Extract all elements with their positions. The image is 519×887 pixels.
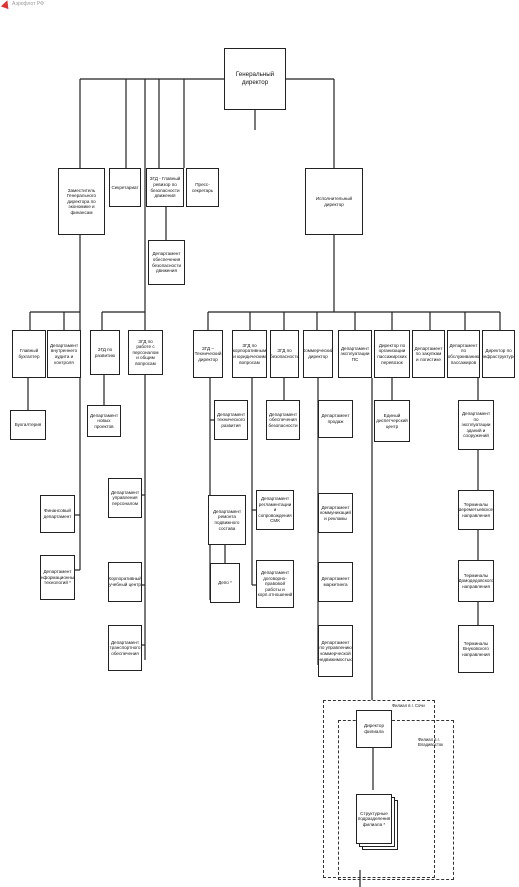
terminals-sheremetyevo-label: Терминалы Шереметьевского направления	[458, 501, 494, 518]
transport-dept-label: Департамент транспортного обеспечения	[109, 639, 141, 656]
transport-dept-box: Департамент транспортного обеспечения	[108, 625, 142, 671]
passenger-service-box: Департамент по обслуживанию пассажиров	[447, 330, 480, 378]
press-secretary-label: Пресс-секретарь	[191, 181, 214, 193]
passenger-director-box: Директор по организации пассажирских пер…	[374, 330, 410, 378]
terminals-vnukovo-box: Терминалы Внуковского направления	[458, 625, 494, 673]
it-dept-label: Департамент информационных технологий *	[40, 569, 75, 586]
hr-mgmt-label: Департамент управления персоналом	[110, 489, 140, 506]
new-projects-label: Департамент новых проектов	[89, 412, 119, 429]
chief-accountant-box: Главный бухгалтер	[12, 330, 46, 378]
structural-units-box: Структурные подразделения филиала *	[356, 794, 392, 844]
tech-dev-dept-box: Департамент технического развития	[214, 400, 248, 440]
zgd-security-box: ЗГД по безопасности	[270, 330, 299, 378]
buildings-dept-box: Департамент по эксплуатации зданий и соо…	[458, 400, 494, 450]
commercial-director-label: Коммерческий директор	[303, 348, 333, 359]
training-center-box: Корпоративный учебный центр	[108, 562, 142, 602]
it-dept-box: Департамент информационных технологий *	[40, 555, 75, 600]
ceo-label: Генеральный директор	[235, 71, 275, 86]
chief-safety-label: ЗГД - Главный ревизор по безопасности дв…	[149, 176, 181, 199]
repair-dept-box: Департамент ремонта подвижного состава	[208, 495, 246, 545]
zgd-hr-label: ЗГД по работе с персоналом и общим вопро…	[132, 338, 159, 366]
tech-director-label: ЗГД – Технический директор	[194, 345, 222, 362]
branch-vladivostok-label: Филиал в г. Владивосток	[418, 737, 443, 748]
sales-dept-box: Департамент продаж	[318, 400, 353, 438]
training-center-label: Корпоративный учебный центр	[108, 576, 142, 587]
exec-director-box: Исполнительный директор	[305, 168, 363, 235]
depot-label: Депо *	[218, 580, 232, 586]
commercial-director-box: Коммерческий директор	[303, 330, 333, 378]
marketing-dept-box: Департамент маркетинга	[318, 562, 353, 602]
exploitation-dept-label: Департамент эксплуатации ПС	[340, 345, 370, 362]
zgd-corp-box: ЗГД по корпоративным и юридическим вопро…	[232, 330, 267, 378]
logo: Аэрофлот РФ	[0, 0, 44, 10]
tech-dev-dept-label: Департамент технического развития	[216, 411, 246, 428]
contracts-dept-box: Департамент договорно-правовой работы и …	[256, 560, 294, 608]
logo-text: Аэрофлот РФ	[12, 1, 44, 7]
exec-director-label: Исполнительный директор	[315, 195, 353, 207]
property-dept-box: Департамент по управлению коммерческой н…	[318, 625, 353, 677]
infra-director-label: Директор по инфраструктуре	[482, 348, 515, 359]
contracts-dept-label: Департамент договорно-правовой работы и …	[257, 570, 293, 598]
dispatch-center-label: Единый диспетчерский центр	[376, 412, 408, 429]
deputy-finance-box: Заместитель Генерального директора по эк…	[58, 168, 105, 235]
secretariat-box: Секретариат	[109, 168, 141, 207]
chief-accountant-label: Главный бухгалтер	[18, 348, 40, 359]
terminals-vnukovo-label: Терминалы Внуковского направления	[462, 640, 490, 657]
safety-dept-box: Департамент обеспечения безопасности дви…	[148, 240, 185, 285]
hr-mgmt-box: Департамент управления персоналом	[108, 478, 142, 518]
terminals-domodedovo-box: Терминалы Домодедовского направления	[458, 560, 494, 602]
finance-dept-label: Финансовый департамент	[43, 508, 72, 519]
safety-dept-label: Департамент обеспечения безопасности дви…	[151, 251, 182, 274]
repair-dept-label: Департамент ремонта подвижного состава	[212, 508, 242, 531]
regulation-dept-box: Департамент регламентации и сопровождени…	[256, 490, 294, 530]
branch-director-label: Директор филиала	[363, 723, 384, 734]
accounting-box: Бухгалтерия	[10, 410, 46, 440]
dispatch-center-box: Единый диспетчерский центр	[374, 400, 410, 442]
sales-dept-label: Департамент продаж	[321, 413, 350, 424]
procurement-dept-box: Департамент по закупкам и логистике	[412, 330, 445, 378]
zgd-hr-box: ЗГД по работе с персоналом и общим вопро…	[128, 330, 163, 375]
ceo-box: Генеральный директор	[224, 48, 286, 110]
branch-sochi-container	[323, 700, 435, 878]
branch-sochi-label: Филиал в г. Сочи	[392, 703, 425, 708]
exploitation-dept-box: Департамент эксплуатации ПС	[338, 330, 372, 378]
structural-units-label: Структурные подразделения филиала *	[357, 810, 391, 827]
marketing-dept-label: Департамент маркетинга	[321, 576, 350, 587]
zgd-dev-label: ЗГД по развитию	[94, 346, 116, 358]
zgd-dev-box: ЗГД по развитию	[90, 330, 120, 375]
depot-box: Депо *	[210, 563, 240, 603]
branch-director-box: Директор филиала	[356, 710, 392, 748]
zgd-corp-label: ЗГД по корпоративным и юридическим вопро…	[232, 342, 267, 365]
tech-director-box: ЗГД – Технический директор	[193, 330, 223, 378]
new-projects-box: Департамент новых проектов	[87, 405, 121, 437]
procurement-dept-label: Департамент по закупкам и логистике	[414, 345, 443, 362]
chief-safety-box: ЗГД - Главный ревизор по безопасности дв…	[146, 168, 184, 207]
press-secretary-box: Пресс-секретарь	[186, 168, 219, 207]
secretariat-label: Секретариат	[111, 184, 139, 190]
communications-dept-box: Департамент коммуникаций и рекламы	[318, 493, 353, 533]
infra-director-box: Директор по инфраструктуре	[482, 330, 515, 378]
passenger-service-label: Департамент по обслуживанию пассажиров	[447, 342, 480, 365]
buildings-dept-label: Департамент по эксплуатации зданий и соо…	[461, 411, 491, 439]
property-dept-label: Департамент по управлению коммерческой н…	[318, 639, 353, 662]
branch-vladivostok-container	[338, 720, 454, 880]
zgd-security-label: ЗГД по безопасности	[270, 348, 299, 359]
internal-audit-label: Департамент внутреннего аудита и контрол…	[49, 342, 79, 365]
accounting-label: Бухгалтерия	[14, 422, 42, 428]
terminals-sheremetyevo-box: Терминалы Шереметьевского направления	[458, 490, 494, 530]
security-dept-box: Департамент обеспечения безопасности	[266, 400, 300, 440]
passenger-director-label: Директор по организации пассажирских пер…	[377, 342, 407, 365]
regulation-dept-label: Департамент регламентации и сопровождени…	[258, 496, 292, 524]
internal-audit-box: Департамент внутреннего аудита и контрол…	[47, 330, 81, 378]
finance-dept-box: Финансовый департамент	[40, 495, 75, 533]
security-dept-label: Департамент обеспечения безопасности	[268, 411, 298, 428]
communications-dept-label: Департамент коммуникаций и рекламы	[320, 504, 351, 521]
deputy-finance-label: Заместитель Генерального директора по эк…	[66, 187, 97, 215]
terminals-domodedovo-label: Терминалы Домодедовского направления	[458, 572, 494, 589]
